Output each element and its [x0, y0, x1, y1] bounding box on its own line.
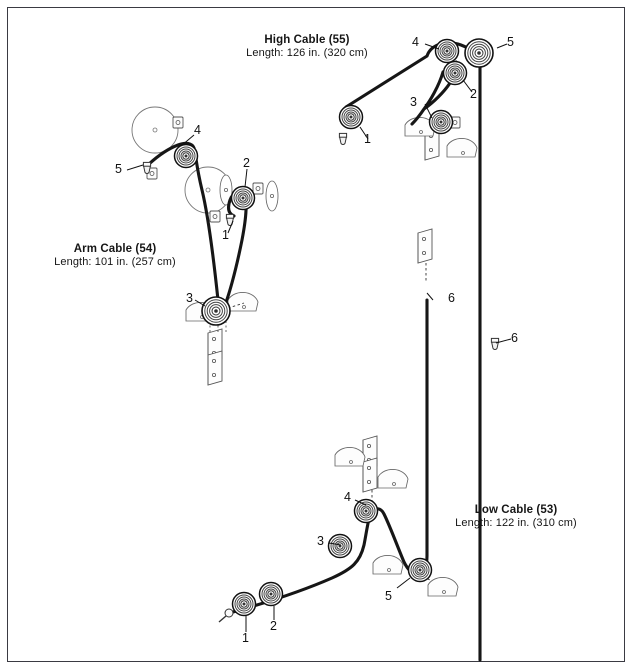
low-callout-5: 5	[385, 589, 392, 603]
pulley-4	[434, 38, 460, 64]
arm-cable-title: Arm Cable (54)	[73, 243, 157, 255]
leader-line	[396, 577, 411, 589]
diagram-border	[7, 7, 625, 662]
cable-end-fitting-6	[490, 337, 500, 351]
mount-bracket	[417, 228, 433, 264]
clevis-bracket	[252, 182, 264, 195]
high-callout-1: 1	[364, 132, 371, 146]
leader-line	[424, 103, 433, 119]
pulley-3	[327, 533, 353, 559]
high-cable-lower-end	[417, 228, 434, 301]
high-cable-assembly	[338, 38, 512, 662]
high-callout-5: 5	[507, 35, 514, 49]
high-callout-2: 2	[470, 87, 477, 101]
leader-line	[495, 338, 512, 344]
arm-callout-3: 3	[186, 291, 193, 305]
cable-end-fitting-1	[218, 608, 234, 623]
high-callout-6: 6	[511, 331, 518, 345]
low-callout-2: 2	[270, 619, 277, 633]
guard-disc	[131, 106, 179, 154]
arm-cable-assembly	[126, 106, 279, 386]
low-cable-length: Length: 122 in. (310 cm)	[455, 517, 577, 530]
mount-bracket	[207, 350, 223, 386]
low-callout-1: 1	[242, 631, 249, 645]
arm-callout-5: 5	[115, 162, 122, 176]
leader-line	[462, 79, 473, 93]
high-callout-4: 4	[412, 35, 419, 49]
pulley-cover	[334, 446, 366, 467]
leader-line	[227, 220, 234, 234]
leader-line	[194, 299, 206, 307]
arm-callout-1: 1	[222, 228, 229, 242]
leader-line	[180, 134, 195, 147]
leader-line	[126, 164, 144, 171]
low-cable-assembly	[218, 298, 459, 632]
arm-callout-2: 2	[243, 156, 250, 170]
cable-end-fitting-1	[338, 132, 348, 146]
pulley-cover	[446, 137, 478, 158]
high-callout-3: 3	[410, 95, 417, 109]
mid-callout-6: 6	[448, 291, 455, 305]
pulley-cover	[227, 291, 259, 312]
high-cable-length: Length: 126 in. (320 cm)	[246, 47, 368, 60]
low-cable-label: Low Cable (53) Length: 122 in. (310 cm)	[418, 503, 614, 530]
high-cable-label: High Cable (55) Length: 126 in. (320 cm)	[205, 33, 409, 60]
leader-line	[424, 43, 440, 50]
pulley-4	[353, 498, 379, 524]
pulley-5	[407, 557, 433, 583]
low-callout-3: 3	[317, 534, 324, 548]
cable-end-fitting-1	[225, 213, 235, 227]
arm-cable-length: Length: 101 in. (257 cm)	[54, 256, 176, 269]
pulley-1	[338, 104, 364, 130]
pulley-3	[201, 296, 231, 326]
pulley-cover	[427, 576, 459, 597]
spacer-washer	[265, 180, 279, 212]
pulley-cover	[377, 468, 409, 489]
leader-line	[496, 43, 508, 49]
pulley-3	[428, 109, 454, 135]
pulley-cover	[372, 554, 404, 575]
low-cable-title: Low Cable (53)	[474, 504, 558, 516]
arm-cable-label: Arm Cable (54) Length: 101 in. (257 cm)	[18, 242, 212, 269]
low-callout-4: 4	[344, 490, 351, 504]
pulley-2	[258, 581, 284, 607]
leader-line	[328, 542, 342, 546]
cable-end-fitting-5	[142, 161, 152, 175]
pulley-4	[173, 143, 199, 169]
pulley-1	[231, 591, 257, 617]
pulley-2	[442, 60, 468, 86]
leader-line	[426, 292, 434, 301]
leader-line	[359, 126, 369, 140]
pulley-2	[230, 185, 256, 211]
clevis-bracket	[172, 116, 184, 129]
leader-line	[354, 499, 367, 506]
pulley-5	[464, 38, 494, 68]
clevis-bracket	[209, 210, 221, 223]
mount-bracket	[362, 457, 378, 493]
leader-line	[244, 168, 248, 188]
arm-callout-4: 4	[194, 123, 201, 137]
high-cable-title: High Cable (55)	[264, 34, 350, 46]
